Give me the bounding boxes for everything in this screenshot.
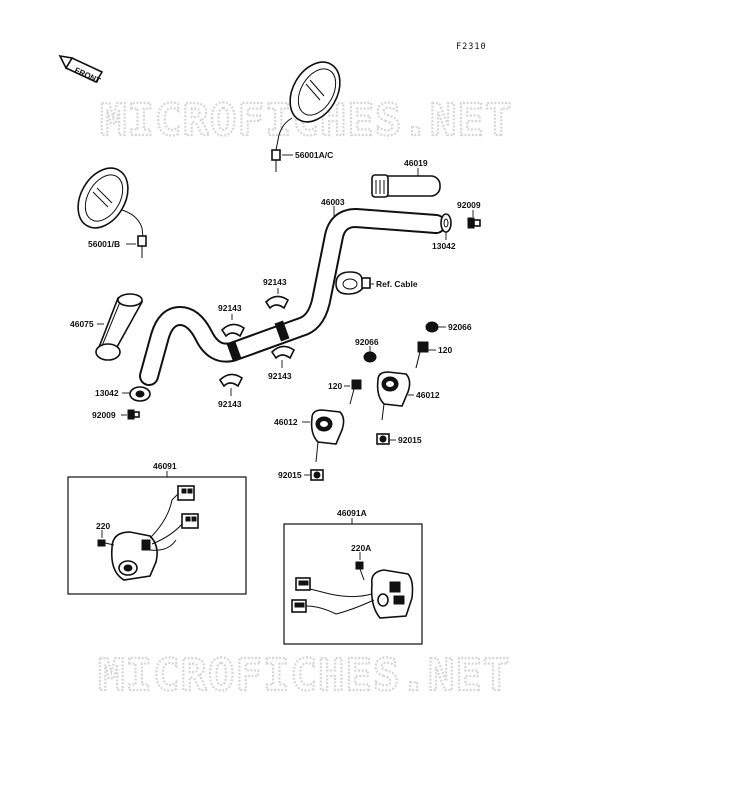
label-120-right: 120 xyxy=(438,345,452,355)
label-46003: 46003 xyxy=(321,197,345,207)
label-ref-cable: Ref. Cable xyxy=(376,279,418,289)
bolt-120-right-icon xyxy=(415,341,429,369)
clip-92143-b-icon xyxy=(220,323,246,338)
holder-46012-right-icon xyxy=(376,371,411,421)
label-92009-top: 92009 xyxy=(457,200,481,210)
label-92066-right: 92066 xyxy=(448,322,472,332)
switch-box-46091 xyxy=(67,471,247,595)
label-56001b: 56001/B xyxy=(88,239,120,249)
label-56001ac: 56001A/C xyxy=(295,150,333,160)
label-92009-left: 92009 xyxy=(92,410,116,420)
label-46075: 46075 xyxy=(70,319,94,329)
holder-46012-left-icon xyxy=(310,409,345,463)
figure-code: F2310 xyxy=(456,42,487,52)
label-92015-left: 92015 xyxy=(278,470,302,480)
watermark-bottom: MICROFICHES.NET xyxy=(98,650,510,701)
cap-92066-mid-icon xyxy=(363,351,377,363)
screw-220a-icon xyxy=(355,561,365,581)
label-92143-a: 92143 xyxy=(263,277,287,287)
label-46091a: 46091A xyxy=(337,508,367,518)
label-92015-right: 92015 xyxy=(398,435,422,445)
left-switch-housing-icon xyxy=(110,485,199,581)
label-220: 220 xyxy=(96,521,110,531)
label-46012-right: 46012 xyxy=(416,390,440,400)
label-46091: 46091 xyxy=(153,461,177,471)
label-220a: 220A xyxy=(351,543,371,553)
right-switch-housing-icon xyxy=(291,569,414,619)
cap-92066-right-icon xyxy=(425,321,439,333)
label-13042-top: 13042 xyxy=(432,241,456,251)
clip-92143-c-icon xyxy=(270,345,296,360)
bar-end-weight-left-icon xyxy=(129,386,151,402)
bolt-120-mid-icon xyxy=(349,379,362,405)
nut-92015-left-icon xyxy=(310,469,324,481)
clip-92143-a-icon xyxy=(264,295,290,310)
mirror-right-icon xyxy=(271,61,341,172)
bar-end-weight-right-icon xyxy=(440,213,452,233)
switch-box-46091a xyxy=(283,518,423,645)
label-46012-left: 46012 xyxy=(274,417,298,427)
screw-92009-top-icon xyxy=(467,217,481,229)
mirror-left-icon xyxy=(77,167,147,258)
screw-92009-left-icon xyxy=(127,409,140,420)
label-92066-mid: 92066 xyxy=(355,337,379,347)
cable-clamp-icon xyxy=(335,271,371,295)
clip-92143-d-icon xyxy=(218,373,244,388)
nut-92015-right-icon xyxy=(376,433,390,445)
label-120-mid: 120 xyxy=(328,381,342,391)
label-92143-d: 92143 xyxy=(218,399,242,409)
throttle-grip-icon xyxy=(371,174,441,198)
label-92143-c: 92143 xyxy=(268,371,292,381)
handlebar-icon xyxy=(139,208,446,386)
label-92143-b: 92143 xyxy=(218,303,242,313)
label-46019: 46019 xyxy=(404,158,428,168)
screw-220-icon xyxy=(97,539,115,547)
left-grip-icon xyxy=(95,293,144,361)
front-arrow-icon: FRONT xyxy=(58,54,104,86)
label-13042-left: 13042 xyxy=(95,388,119,398)
